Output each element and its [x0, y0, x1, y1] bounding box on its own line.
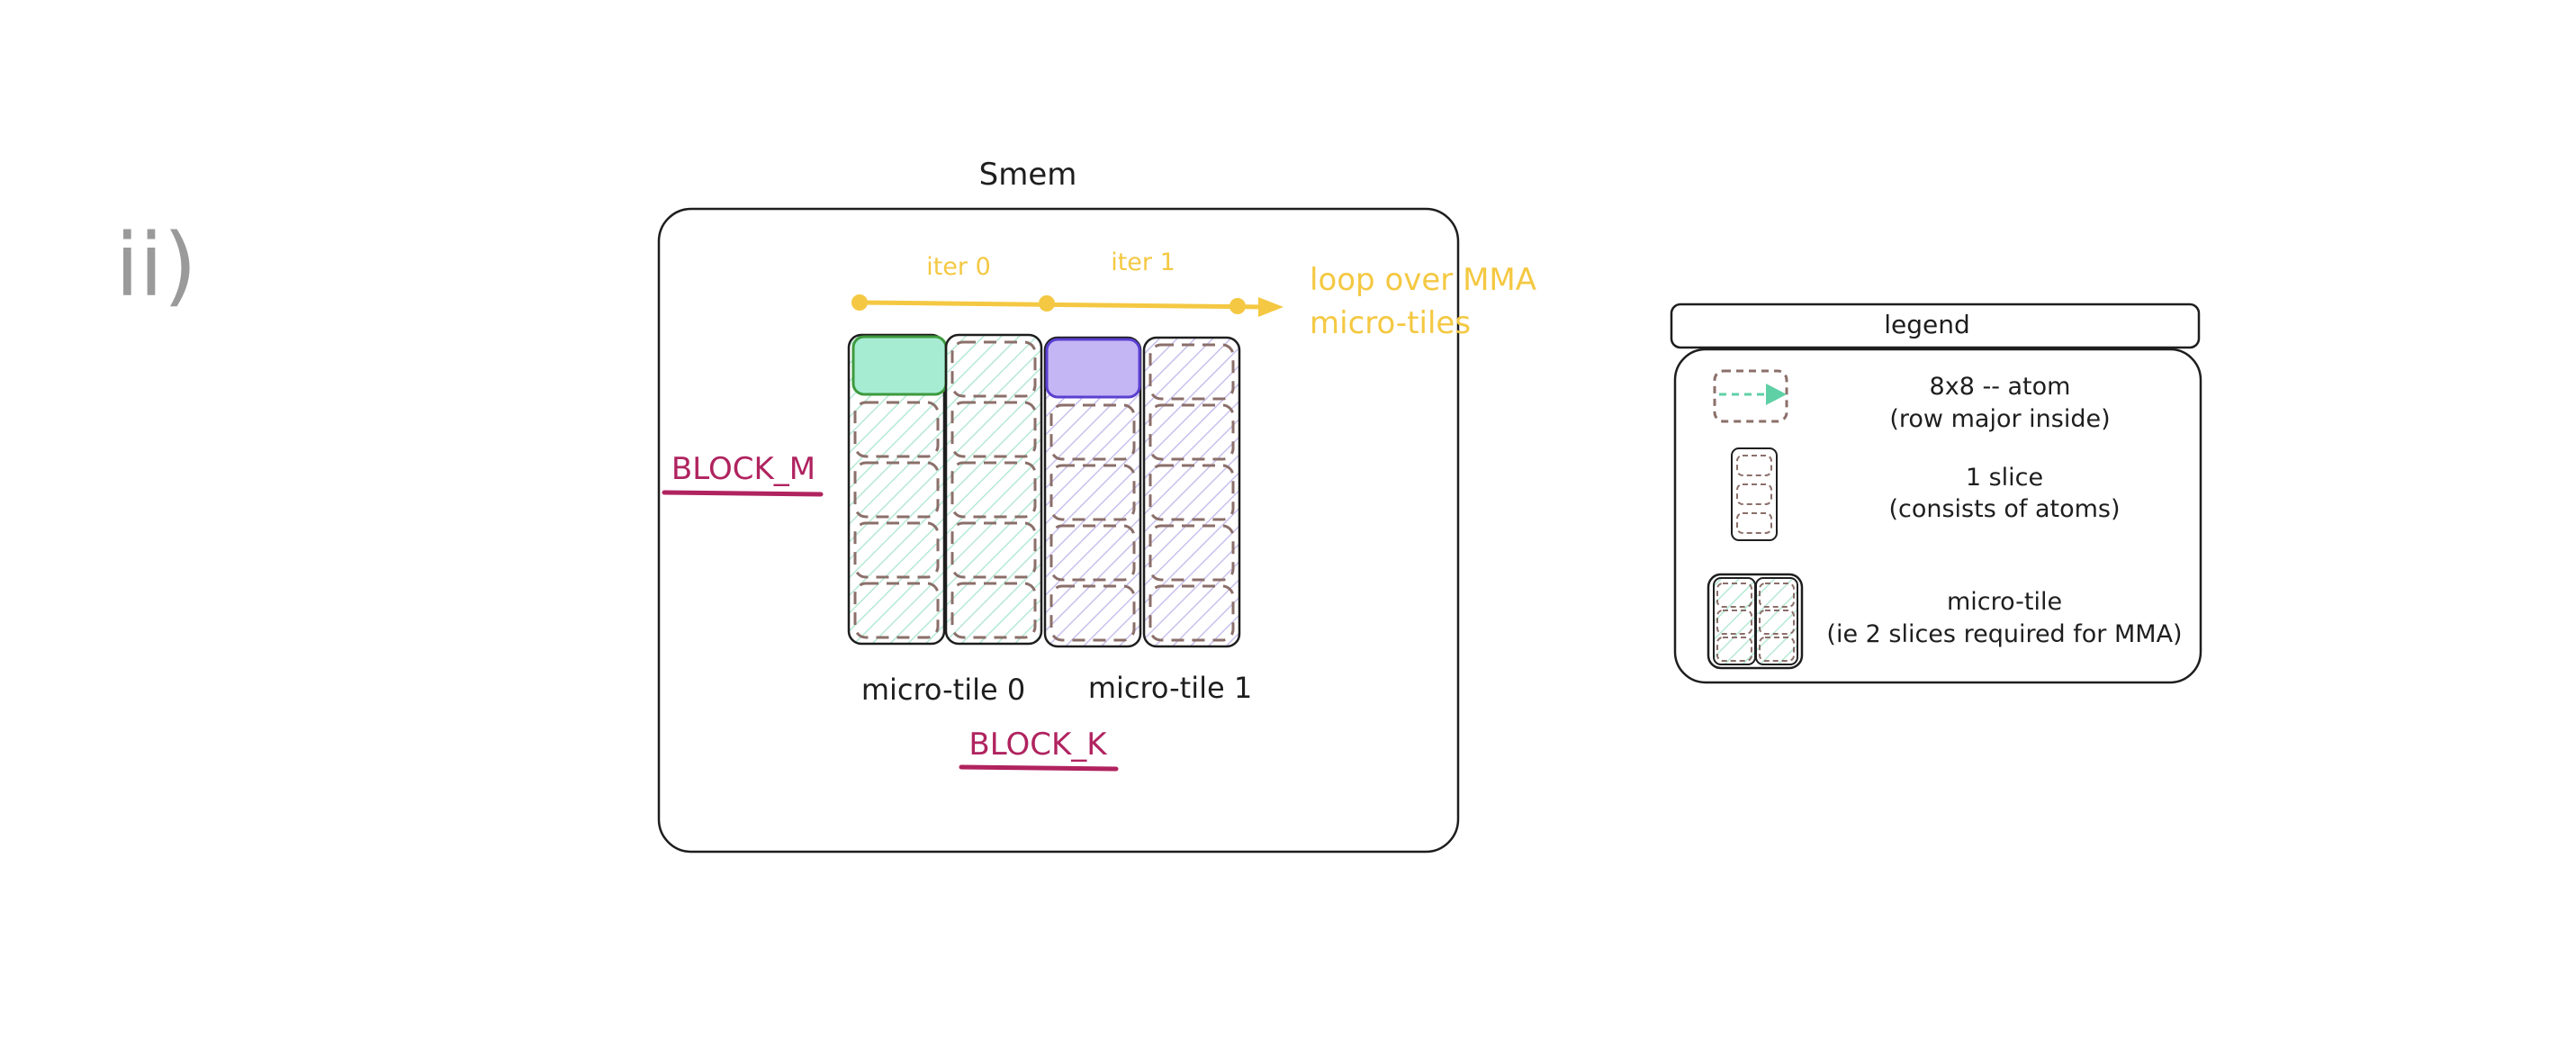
atom	[1148, 584, 1235, 642]
section-label: ii)	[115, 215, 197, 316]
atom	[1049, 524, 1136, 582]
iter-label-1: iter 1	[1111, 248, 1175, 276]
smem-box	[657, 207, 1460, 854]
iter-label-0: iter 0	[926, 253, 991, 281]
legend-title: legend	[1884, 310, 1970, 339]
legend-title-box	[1670, 303, 2201, 349]
legend: legend 8x8 -- atom (row major inside) 1 …	[1670, 303, 2202, 684]
atom	[1148, 403, 1235, 461]
slice-icon	[1731, 447, 1778, 541]
block-m-label: BLOCK_M	[671, 451, 815, 487]
atom	[950, 521, 1037, 579]
atom	[1148, 464, 1235, 521]
slice-0	[847, 333, 948, 646]
loop-point-start	[851, 294, 868, 311]
slice-3	[1142, 336, 1241, 648]
atom	[1049, 464, 1136, 521]
legend-micro-tile-line-2: (ie 2 slices required for MMA)	[1826, 620, 2182, 648]
block-k-underline	[959, 764, 1119, 772]
loop-caption-line-2: micro-tiles	[1310, 305, 1471, 341]
legend-atom-line-1: 8x8 -- atom	[1930, 373, 2071, 401]
loop-arrow	[851, 294, 1283, 317]
loop-caption-line-1: loop over MMA	[1310, 262, 1536, 298]
smem-title: Smem	[979, 157, 1077, 193]
slice-1	[944, 333, 1043, 646]
atom	[853, 401, 940, 458]
legend-slice-line-2: (consists of atoms)	[1888, 495, 2120, 523]
active-atom-green	[851, 335, 948, 396]
atom	[950, 401, 1037, 458]
legend-slice-line-1: 1 slice	[1966, 464, 2043, 492]
loop-point-end	[1229, 298, 1246, 314]
atom	[950, 340, 1037, 398]
block-k-label: BLOCK_K	[968, 727, 1108, 763]
atom	[1049, 584, 1136, 642]
micro-tile-0-group	[847, 333, 1043, 646]
legend-body-box	[1673, 348, 2202, 684]
slice-2	[1043, 336, 1142, 648]
legend-micro-tile-line-1: micro-tile	[1947, 588, 2062, 616]
active-atom-purple	[1045, 338, 1141, 399]
atom	[1148, 343, 1235, 401]
atom	[1049, 403, 1136, 461]
atom	[950, 461, 1037, 519]
atom	[853, 582, 940, 639]
atom	[1148, 524, 1235, 582]
atom	[853, 521, 940, 579]
micro-tile-label-1: micro-tile 1	[1088, 671, 1252, 705]
block-m-underline	[662, 490, 824, 497]
micro-tile-label-0: micro-tile 0	[861, 673, 1025, 707]
atom	[950, 582, 1037, 639]
micro-tile-1-group	[1043, 336, 1241, 648]
micro-tile-icon	[1707, 573, 1804, 670]
loop-point-mid	[1039, 295, 1055, 312]
legend-atom-line-2: (row major inside)	[1889, 405, 2110, 433]
atom-icon	[1713, 369, 1788, 423]
atom	[853, 461, 940, 519]
